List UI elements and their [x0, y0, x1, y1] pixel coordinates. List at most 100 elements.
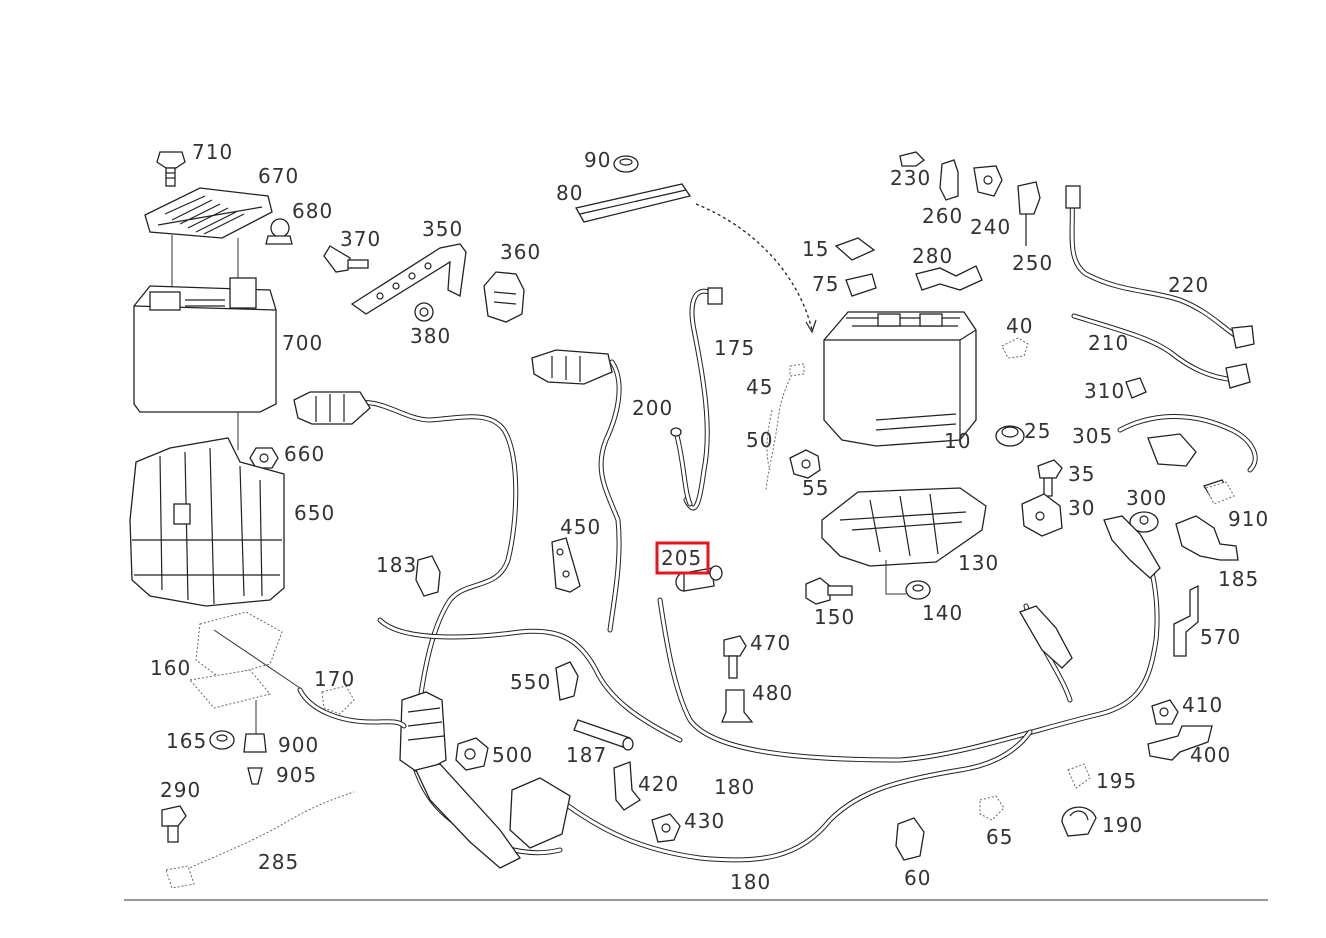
label-60[interactable]: 60	[904, 866, 931, 890]
part-60-clip[interactable]	[895, 817, 925, 861]
label-370[interactable]: 370	[340, 227, 381, 251]
label-360[interactable]: 360	[500, 240, 541, 264]
label-420[interactable]: 420	[638, 772, 679, 796]
part-470-bolt[interactable]	[723, 635, 747, 679]
part-200-cable[interactable]	[531, 349, 622, 633]
part-140-spacer[interactable]	[905, 580, 931, 600]
part-285-cable[interactable]	[165, 791, 355, 889]
label-30[interactable]: 30	[1068, 496, 1095, 520]
part-280-bracket[interactable]	[915, 265, 983, 291]
part-175-cable[interactable]	[670, 287, 723, 511]
part-35-bolt[interactable]	[1037, 459, 1063, 497]
label-140[interactable]: 140	[922, 601, 963, 625]
part-165-grommet[interactable]	[209, 730, 235, 750]
part-350-bracket[interactable]	[350, 243, 467, 315]
part-80-cover-strip[interactable]	[574, 183, 692, 223]
part-180-lower-cable[interactable]	[399, 691, 1033, 869]
label-40[interactable]: 40	[1006, 314, 1033, 338]
label-190[interactable]: 190	[1102, 813, 1143, 837]
part-150-bolt[interactable]	[805, 577, 853, 605]
label-175[interactable]: 175	[714, 336, 755, 360]
label-35[interactable]: 35	[1068, 462, 1095, 486]
label-210[interactable]: 210	[1088, 331, 1129, 355]
part-290-bolt[interactable]	[161, 805, 187, 843]
part-905-clip[interactable]	[247, 767, 263, 785]
part-240-terminal[interactable]	[973, 165, 1003, 197]
label-220[interactable]: 220	[1168, 273, 1209, 297]
part-380-nut[interactable]	[414, 302, 434, 322]
label-285[interactable]: 285	[258, 850, 299, 874]
part-570-bracket[interactable]	[1173, 584, 1199, 657]
part-220-cable[interactable]	[1065, 185, 1255, 349]
label-187[interactable]: 187	[566, 743, 607, 767]
part-187-fuse[interactable]	[573, 719, 634, 751]
label-430[interactable]: 430	[684, 809, 725, 833]
label-185[interactable]: 185	[1218, 567, 1259, 591]
part-900-clip[interactable]	[243, 700, 267, 753]
part-260-terminal[interactable]	[939, 159, 959, 201]
part-410-nut[interactable]	[1151, 699, 1179, 725]
part-185-connector[interactable]	[1175, 515, 1239, 561]
part-10-battery[interactable]	[823, 311, 977, 447]
label-183[interactable]: 183	[376, 553, 417, 577]
label-680[interactable]: 680	[292, 199, 333, 223]
label-660[interactable]: 660	[284, 442, 325, 466]
part-65-clip[interactable]	[979, 795, 1005, 821]
label-50[interactable]: 50	[746, 428, 773, 452]
part-30-bracket[interactable]	[1021, 493, 1063, 537]
part-910-sleeve[interactable]	[1205, 481, 1235, 505]
part-195-clip[interactable]	[1067, 763, 1091, 789]
label-45[interactable]: 45	[746, 375, 773, 399]
label-65[interactable]: 65	[986, 825, 1013, 849]
part-650-battery-tray[interactable]	[129, 437, 285, 607]
label-80[interactable]: 80	[556, 181, 583, 205]
part-300-nut[interactable]	[1129, 511, 1159, 533]
part-40-clip[interactable]	[1001, 337, 1029, 359]
label-910[interactable]: 910	[1228, 507, 1269, 531]
label-500[interactable]: 500	[492, 743, 533, 767]
label-280[interactable]: 280	[912, 244, 953, 268]
part-210-cable[interactable]	[1071, 313, 1251, 389]
label-160[interactable]: 160	[150, 656, 191, 680]
label-905[interactable]: 905	[276, 763, 317, 787]
part-170-cable-end[interactable]	[297, 685, 407, 729]
label-165[interactable]: 165	[166, 729, 207, 753]
part-670-cover-plate[interactable]	[144, 187, 273, 239]
part-360-connector-bracket[interactable]	[483, 271, 525, 323]
part-680-clip[interactable]	[265, 218, 293, 245]
label-710[interactable]: 710	[192, 140, 233, 164]
part-55-clip[interactable]	[789, 449, 821, 479]
label-305[interactable]: 305	[1072, 424, 1113, 448]
part-183-clip[interactable]	[415, 555, 441, 597]
part-450-bracket[interactable]	[551, 537, 581, 593]
label-570[interactable]: 570	[1200, 625, 1241, 649]
part-430-nut[interactable]	[651, 813, 681, 843]
part-130-battery-tray[interactable]	[821, 487, 987, 567]
part-700-battery[interactable]	[133, 277, 277, 413]
part-230-terminal[interactable]	[899, 151, 925, 167]
label-250[interactable]: 250	[1012, 251, 1053, 275]
label-290[interactable]: 290	[160, 778, 201, 802]
label-450[interactable]: 450	[560, 515, 601, 539]
part-160-mat[interactable]	[189, 611, 283, 709]
part-420-bracket[interactable]	[613, 761, 641, 811]
label-150[interactable]: 150	[814, 605, 855, 629]
part-190-clip[interactable]	[1061, 806, 1097, 837]
part-250-terminal[interactable]	[1017, 181, 1041, 246]
part-75-clip[interactable]	[845, 273, 877, 297]
label-205[interactable]: 205	[661, 546, 702, 570]
part-25-grommet[interactable]	[995, 425, 1025, 447]
label-310[interactable]: 310	[1084, 379, 1125, 403]
label-240[interactable]: 240	[970, 215, 1011, 239]
label-90[interactable]: 90	[584, 148, 611, 172]
label-230[interactable]: 230	[890, 166, 931, 190]
label-700[interactable]: 700	[282, 331, 323, 355]
label-900[interactable]: 900	[278, 733, 319, 757]
label-75[interactable]: 75	[812, 272, 839, 296]
label-180-upper[interactable]: 180	[714, 775, 755, 799]
label-180-lower[interactable]: 180	[730, 870, 771, 894]
part-harness-left[interactable]	[293, 391, 519, 703]
part-550-bracket[interactable]	[555, 661, 579, 701]
label-200[interactable]: 200	[632, 396, 673, 420]
part-180-main-cable[interactable]	[377, 515, 1161, 763]
